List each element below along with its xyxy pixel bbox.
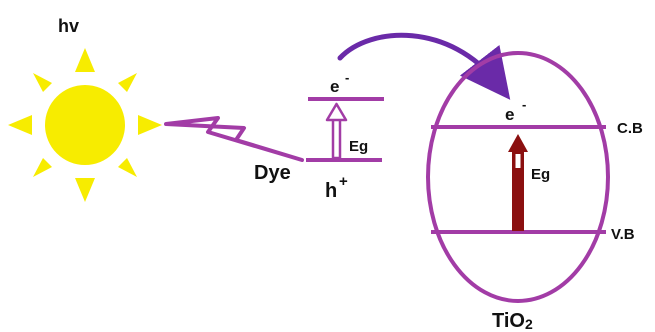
dye-energy-levels xyxy=(306,97,384,162)
valence-band-label: V.B xyxy=(611,226,635,243)
dye-label: Dye xyxy=(254,162,291,184)
lightning-bolt-icon xyxy=(164,116,304,162)
dye-excitation-arrow xyxy=(325,102,348,160)
tio2-bandgap-arrow xyxy=(508,134,528,231)
tio2-label: TiO2 xyxy=(492,310,533,332)
tio2-electron-minus: - xyxy=(522,97,526,112)
electron-injection-arrow xyxy=(337,32,511,100)
conduction-band-label: C.B xyxy=(617,120,643,137)
tio2-electron-label: e xyxy=(505,105,514,124)
hole-label: h xyxy=(325,180,337,202)
dye-electron-minus: - xyxy=(345,70,349,85)
tio2-ellipse xyxy=(426,51,610,303)
dye-electron-label: e xyxy=(330,77,339,96)
hole-plus: + xyxy=(339,173,348,190)
sun-icon xyxy=(8,48,162,202)
tio2-gap-label: Eg xyxy=(531,166,550,183)
tio2-semiconductor xyxy=(426,51,610,303)
dye-gap-label: Eg xyxy=(349,138,368,155)
light-label: hv xyxy=(58,16,79,36)
